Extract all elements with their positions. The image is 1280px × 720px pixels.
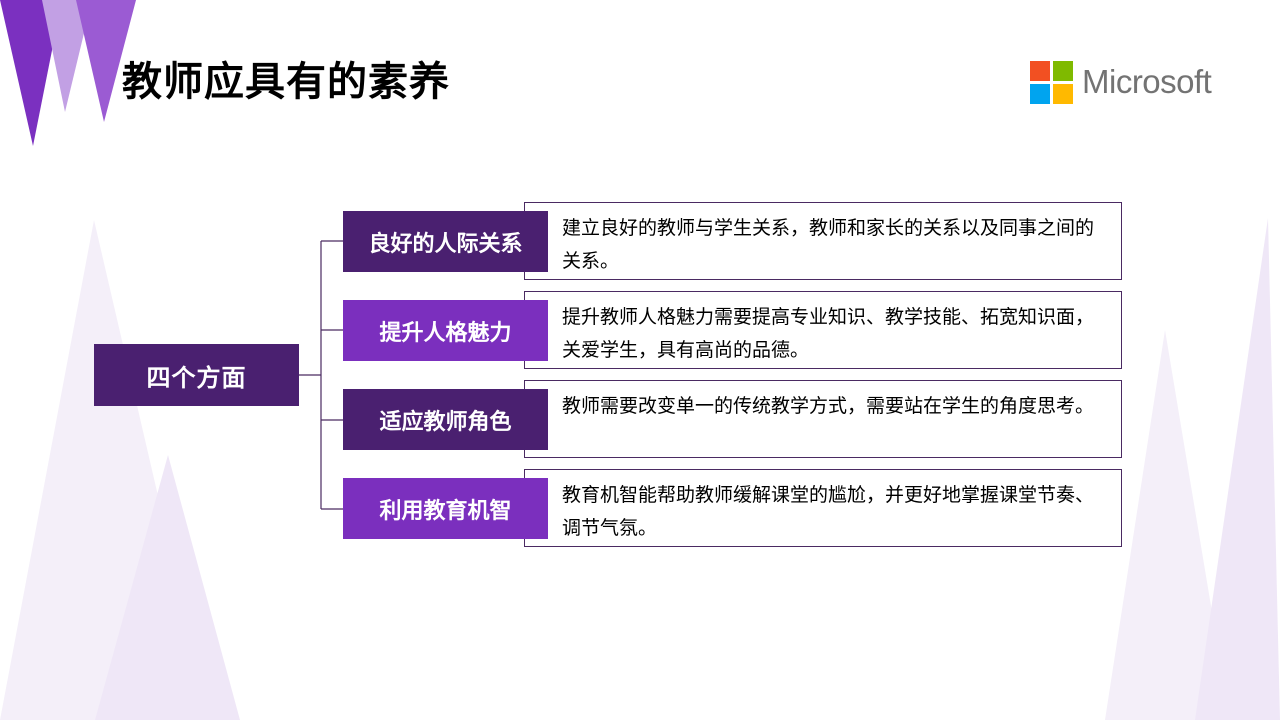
item-label: 良好的人际关系 bbox=[343, 211, 548, 272]
microsoft-logo-icon bbox=[1030, 60, 1073, 104]
item-description: 提升教师人格魅力需要提高专业知识、教学技能、拓宽知识面，关爱学生，具有高尚的品德… bbox=[524, 291, 1122, 369]
item-label: 适应教师角色 bbox=[343, 389, 548, 450]
root-node: 四个方面 bbox=[94, 344, 299, 406]
microsoft-logo: Microsoft bbox=[1030, 60, 1212, 104]
item-label: 提升人格魅力 bbox=[343, 300, 548, 361]
microsoft-logo-text: Microsoft bbox=[1082, 63, 1212, 100]
logo-square bbox=[1053, 60, 1073, 81]
item-description: 教师需要改变单一的传统教学方式，需要站在学生的角度思考。 bbox=[524, 380, 1122, 458]
item-description: 教育机智能帮助教师缓解课堂的尴尬，并更好地掌握课堂节奏、调节气氛。 bbox=[524, 469, 1122, 547]
logo-square bbox=[1030, 83, 1050, 104]
page-title: 教师应具有的素养 bbox=[122, 59, 450, 105]
decor-triangle-3 bbox=[76, 0, 136, 122]
logo-square bbox=[1053, 83, 1073, 104]
decor-triangle-1 bbox=[0, 0, 62, 146]
decor-spike-left-2 bbox=[95, 455, 240, 720]
item-description: 建立良好的教师与学生关系，教师和家长的关系以及同事之间的关系。 bbox=[524, 202, 1122, 280]
logo-square bbox=[1030, 60, 1050, 81]
decor-spike-right bbox=[1105, 330, 1230, 720]
item-label: 利用教育机智 bbox=[343, 478, 548, 539]
decor-triangle-2 bbox=[42, 0, 92, 112]
decor-spike-right-2 bbox=[1195, 218, 1280, 720]
